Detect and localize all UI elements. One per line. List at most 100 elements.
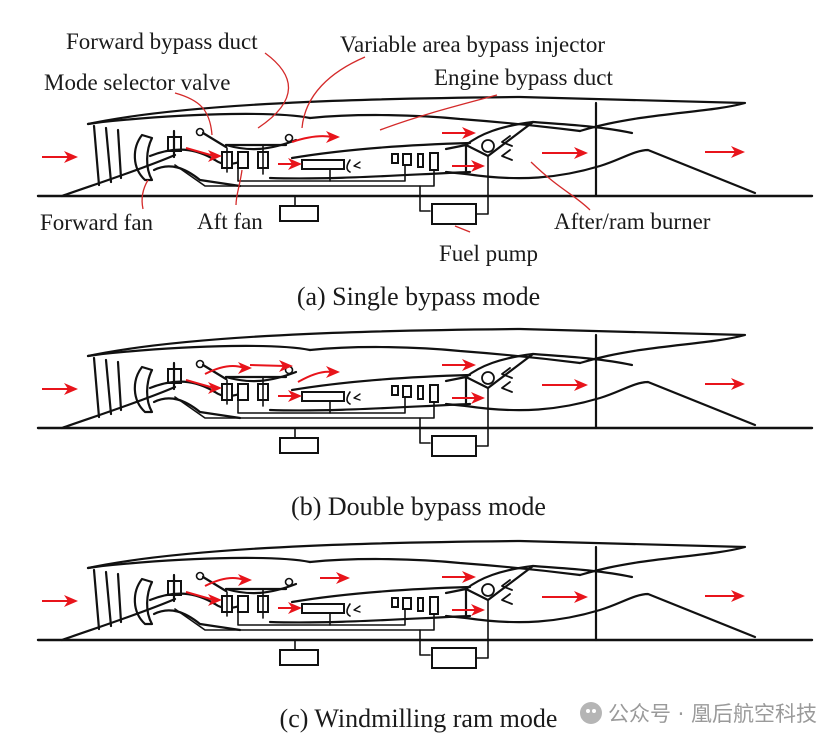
- mode-selector-valve-flap: [201, 363, 228, 381]
- airflow-inlet-arrow: [42, 151, 78, 163]
- outer-nacelle: [86, 327, 747, 365]
- watermark: 公众号 · 凰后航空科技: [580, 698, 817, 728]
- caption-single-bypass-mode: (a) Single bypass mode: [296, 282, 541, 311]
- label-aft-fan: Aft fan: [197, 209, 263, 234]
- outer-nacelle: [86, 95, 747, 133]
- label-variable-area-bypass-injector: Variable area bypass injector: [340, 32, 606, 57]
- core-cowl-upper: [290, 585, 472, 604]
- combustor-icon: [301, 159, 345, 170]
- turbine-stage-4-icon: [429, 152, 439, 171]
- wechat-icon: [580, 702, 602, 724]
- forward-fan-icon: [133, 365, 154, 414]
- airflow-afterburner-arrow: [542, 591, 588, 603]
- afterburner-cone: [464, 120, 535, 158]
- nozzle-lower: [464, 380, 757, 427]
- core-cowl-lower: [268, 402, 472, 412]
- mode-selector-valve-flap: [201, 575, 228, 593]
- airflow-exhaust-arrow: [705, 146, 745, 158]
- airflow-fan-arrow: [185, 379, 222, 394]
- airflow-engine-bypass-arrow: [442, 359, 476, 371]
- forward-bypass-duct-curve: [224, 138, 298, 151]
- core-lower-shroud: [174, 608, 435, 631]
- airflow-core-arrow: [278, 390, 302, 402]
- label-engine-bypass-duct: Engine bypass duct: [434, 65, 613, 90]
- leader-aft-fan: [235, 169, 243, 206]
- afterburner-igniter-icon: [481, 139, 495, 153]
- flameholder-chevron-2-icon: [501, 149, 513, 161]
- airflow-outer-bypass-arrow: [249, 360, 293, 372]
- turbine-stage-3-icon: [417, 597, 424, 612]
- bypass-duct-wall: [308, 113, 582, 133]
- flameholder-chevron-1-icon: [501, 367, 513, 379]
- shaft-line-1: [237, 608, 406, 626]
- label-forward-fan: Forward fan: [40, 210, 154, 235]
- airflow-inner-bypass-arrow: [297, 366, 340, 383]
- caption-windmilling-ram-mode: (c) Windmilling ram mode: [279, 704, 558, 733]
- flame-holder-icon: [346, 391, 351, 405]
- core-lower-shroud: [174, 396, 435, 419]
- turbine-stage-4-icon: [429, 596, 439, 615]
- fuel-injector-chevron-icon: [353, 393, 361, 401]
- turbine-stage-2-icon: [402, 153, 412, 166]
- aft-fan-stage-2-icon: [237, 151, 249, 169]
- forward-fan-icon: [133, 577, 154, 626]
- combustor-icon: [301, 603, 345, 614]
- afterburner-cone: [464, 564, 535, 602]
- airflow-forward-bypass-arrow: [204, 362, 252, 375]
- fuel-line-1: [419, 417, 431, 444]
- forward-fan-icon: [133, 133, 154, 182]
- inlet-strut-2: [104, 126, 113, 184]
- fuel-injector-chevron-icon: [353, 161, 361, 169]
- airflow-engine-bypass-arrow: [442, 127, 476, 139]
- core-cowl-upper: [290, 141, 472, 160]
- nacelle-inlet-lip: [86, 112, 312, 126]
- mixer-icon: [444, 143, 468, 176]
- inlet-strut-2: [104, 570, 113, 628]
- afterburner-igniter-icon: [481, 583, 495, 597]
- airflow-afterburner-arrow: [542, 147, 588, 159]
- engine-diagram-single-bypass: [36, 52, 814, 233]
- fuel-injector-chevron-icon: [353, 605, 361, 613]
- leader-variable-area-bypass-injector: [301, 56, 366, 129]
- nacelle-inlet-lip: [86, 556, 312, 570]
- turbine-stage-2-icon: [402, 385, 412, 398]
- core-cowl-upper: [290, 373, 472, 392]
- combustor-icon: [301, 391, 345, 402]
- shaft-line-1: [237, 396, 406, 414]
- nozzle-upper-inner: [531, 352, 634, 367]
- turbine-stage-1-icon: [391, 385, 399, 396]
- leader-mode-selector-valve: [174, 92, 213, 136]
- core-cowl-lower: [268, 170, 472, 180]
- nozzle-lower: [464, 148, 757, 195]
- inlet-ramp: [60, 153, 177, 198]
- starter-unit-icon: [279, 437, 319, 454]
- turbine-stage-3-icon: [417, 153, 424, 168]
- nozzle-upper-inner: [531, 120, 634, 135]
- leader-forward-bypass-duct: [257, 52, 289, 129]
- airflow-fan-arrow: [185, 591, 222, 606]
- fuel-pump-icon: [431, 203, 477, 225]
- core-lower-shroud: [174, 164, 435, 187]
- airflow-exhaust-arrow: [705, 378, 745, 390]
- watermark-text: 公众号 · 凰后航空科技: [608, 702, 818, 726]
- forward-bypass-duct-curve: [224, 582, 298, 595]
- airflow-mixer-arrow: [452, 160, 485, 172]
- aft-fan-stage-2-icon: [237, 595, 249, 613]
- airflow-afterburner-arrow: [542, 379, 588, 391]
- label-forward-bypass-duct: Forward bypass duct: [66, 29, 258, 54]
- label-after-ram-burner: After/ram burner: [554, 209, 711, 234]
- inlet-strut-3: [116, 572, 123, 624]
- inlet-strut-1: [92, 124, 101, 187]
- fuel-line-1: [419, 629, 431, 656]
- mode-selector-valve-icon: [195, 127, 205, 137]
- inlet-ramp: [60, 385, 177, 430]
- inlet-strut-3: [116, 128, 123, 180]
- leader-engine-bypass-duct: [379, 94, 498, 131]
- starter-unit-icon: [279, 205, 319, 222]
- label-fuel-pump: Fuel pump: [439, 241, 539, 266]
- inlet-strut-3: [116, 360, 123, 412]
- leader-forward-fan: [141, 179, 149, 210]
- bypass-duct-wall: [308, 557, 582, 577]
- engine-diagram-double-bypass: [36, 327, 814, 457]
- core-cowl-lower: [268, 614, 472, 624]
